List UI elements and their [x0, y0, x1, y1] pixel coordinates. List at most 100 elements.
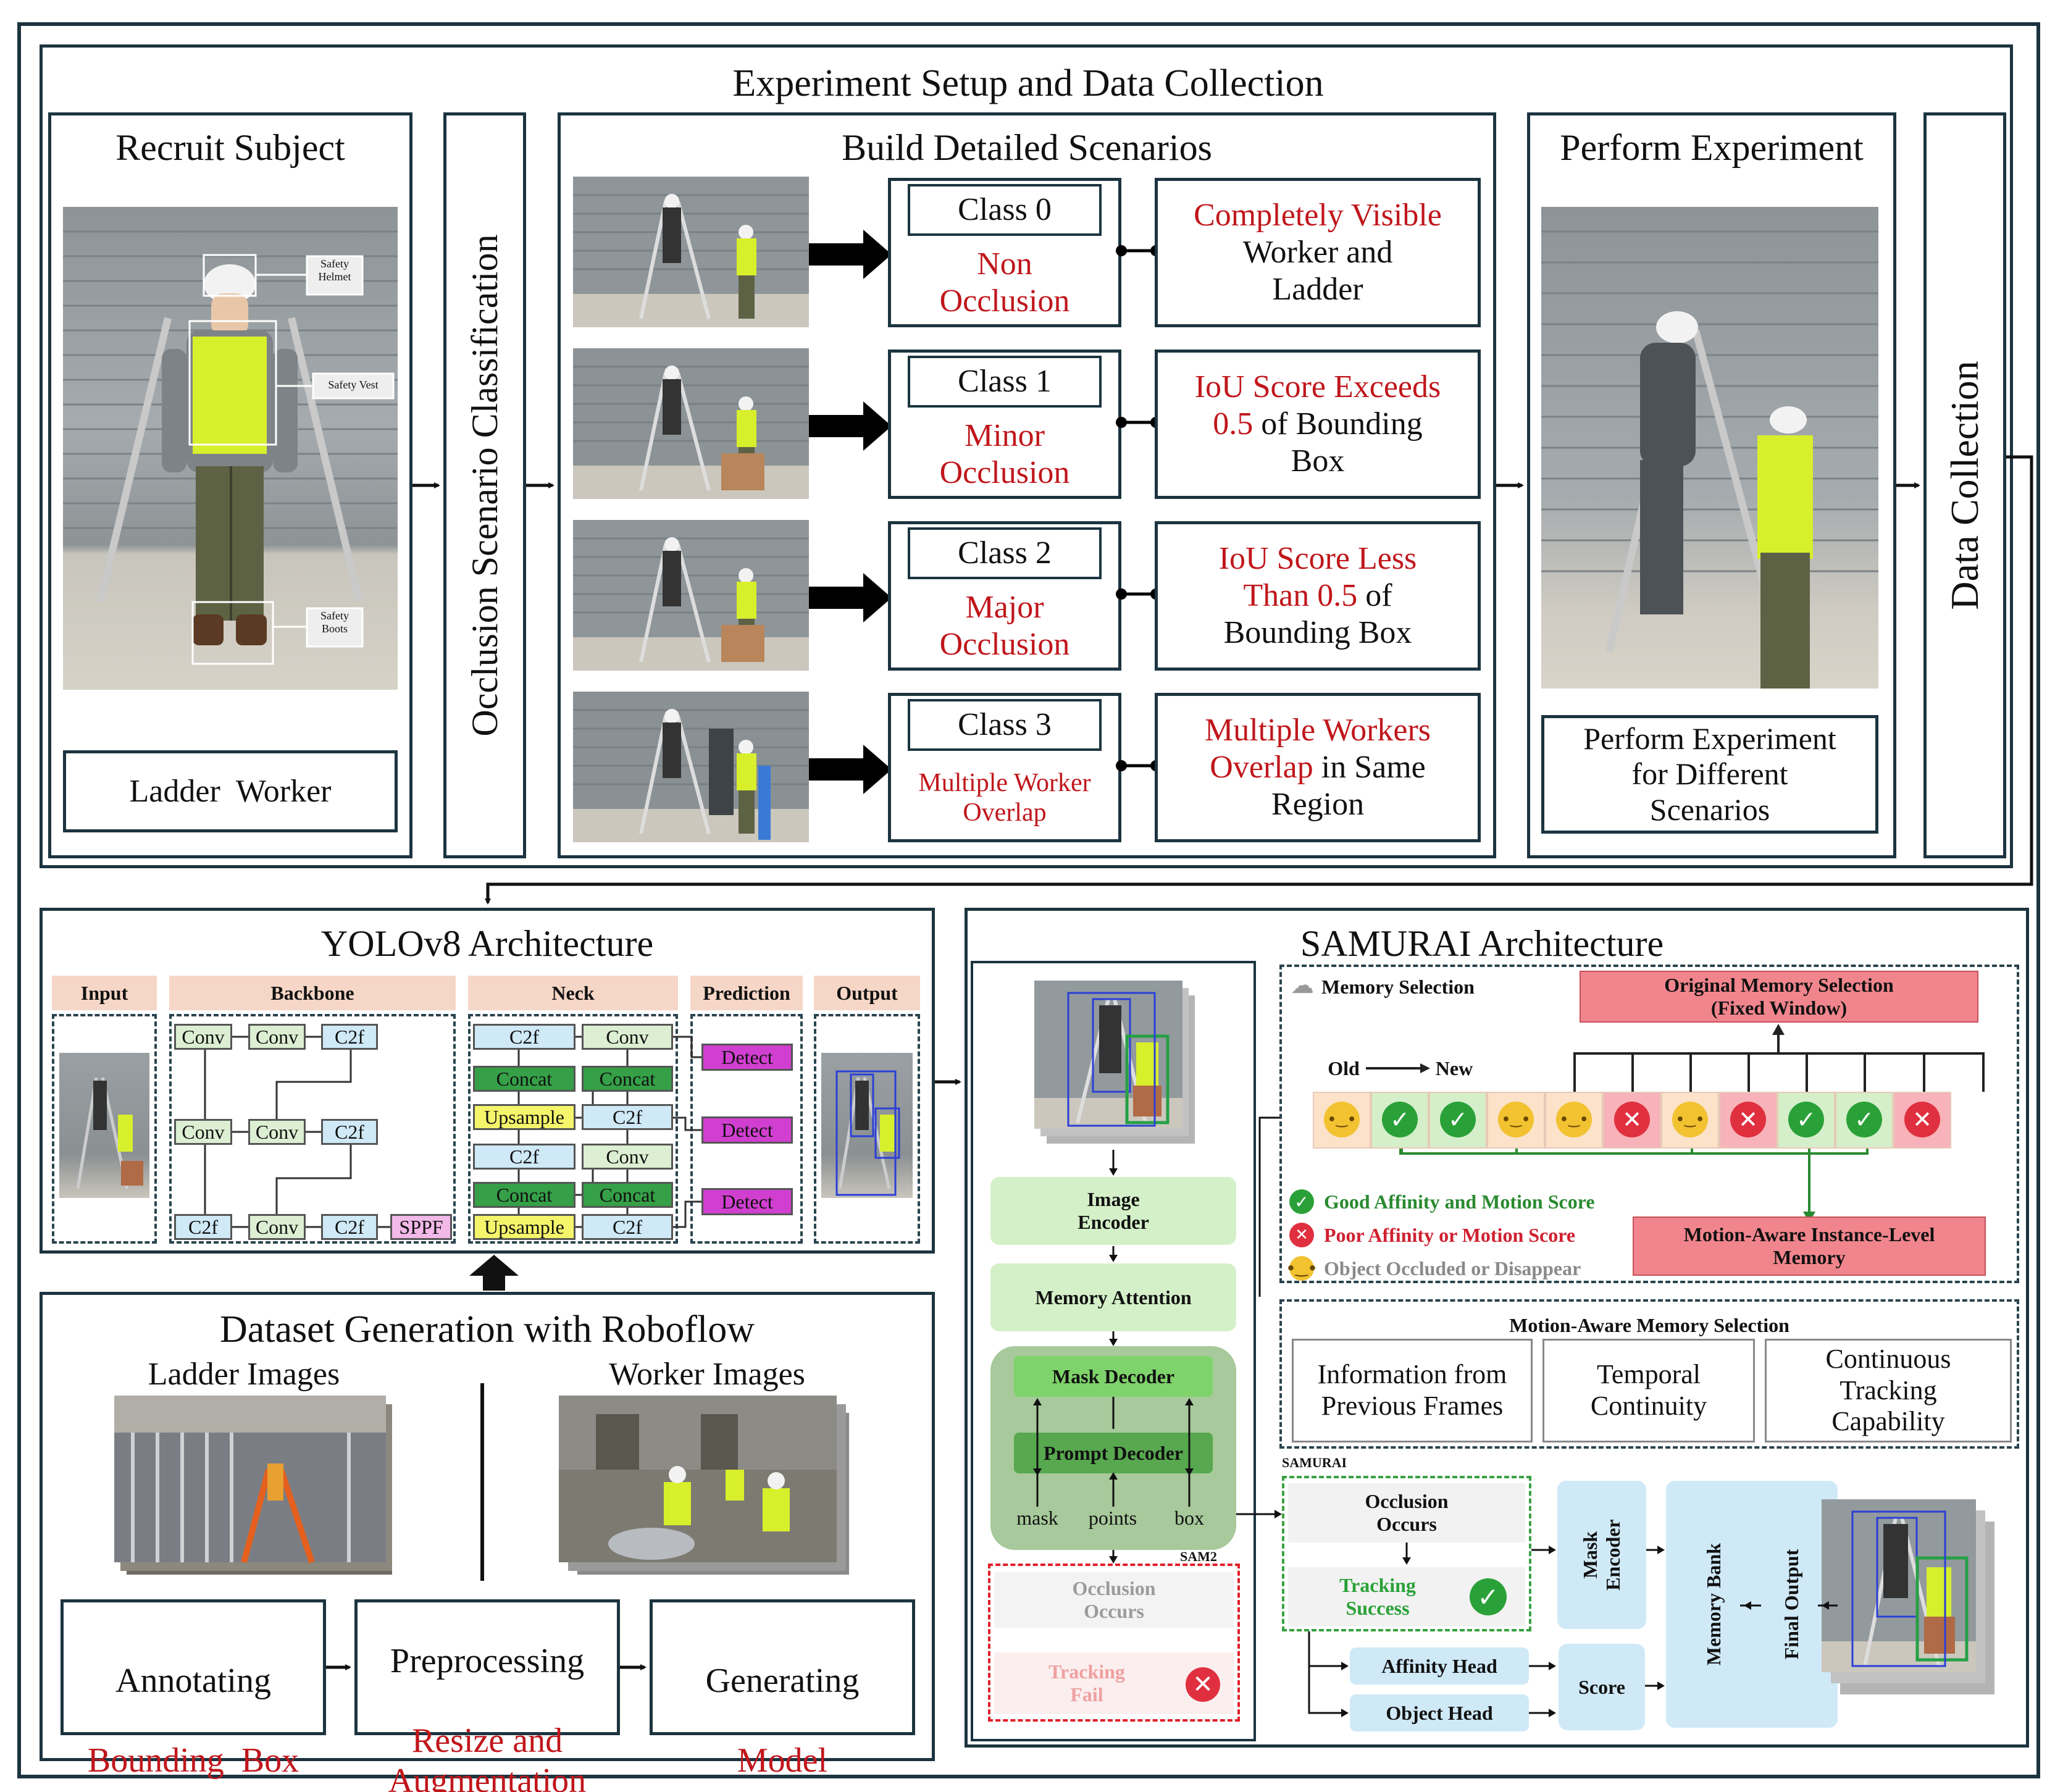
yolo-output-illustration	[835, 1070, 900, 1196]
sam2-fail-icon: ✕	[1186, 1667, 1220, 1702]
yolo-backbone-conv-5: Conv	[248, 1214, 306, 1240]
sam-input-image	[1034, 981, 1201, 1147]
yolo-detect-1: Detect	[701, 1044, 793, 1071]
yolo-backbone-conv-4: Conv	[248, 1119, 306, 1145]
yolo-input-region	[52, 1014, 157, 1244]
score-block	[1559, 1644, 1645, 1730]
scenario-desc-black-0: Worker and Ladder	[1242, 235, 1393, 307]
feature-label-2: Temporal Continuity	[1590, 1359, 1707, 1421]
scenario-desc-1: IoU Score Exceeds 0.5 of Bounding Box	[1155, 350, 1481, 499]
frame-poor-icon: ✕	[1904, 1102, 1940, 1137]
step-preprocessing-box	[354, 1599, 620, 1735]
sam2-occlusion-label: Occlusion Occurs	[1072, 1577, 1156, 1622]
cloud-icon: ☁	[1291, 971, 1314, 999]
samurai-output-illustration	[1822, 1499, 1994, 1694]
yolo-neck-concat-4: Concat	[582, 1182, 673, 1208]
score-label: Score	[1578, 1675, 1625, 1698]
yolo-backbone-region	[169, 1014, 456, 1244]
yolo-neck-c2f-1: C2f	[473, 1024, 575, 1050]
scenario-desc-red-0: Completely Visible	[1194, 198, 1442, 233]
scenario-desc-box-0	[1155, 178, 1481, 327]
prompt-points: points	[1088, 1507, 1137, 1529]
yolo-input-image	[59, 1053, 149, 1198]
yolo-backbone-c2f-1: C2f	[321, 1024, 378, 1050]
samurai-tag: SAMURAI	[1282, 1455, 1347, 1470]
frame-good-icon: ✓	[1440, 1102, 1476, 1137]
yolo-input-illustration	[76, 1077, 143, 1189]
yolo-detect-3: Detect	[701, 1188, 793, 1215]
scenario-photo-illustration-3	[573, 709, 809, 842]
scenario-photo-illustration-0	[573, 194, 809, 327]
dataset-divider	[480, 1383, 484, 1581]
occlusion-classification-label: Occlusion Scenario Classification	[464, 234, 505, 737]
scenario-arrow-shape-3	[809, 745, 892, 794]
sam2-occlusion-block	[994, 1572, 1234, 1628]
scenario-arrow-shape-2	[809, 573, 892, 622]
scenario-photo-1	[573, 348, 809, 499]
yolo-title: YOLOv8 Architecture	[320, 923, 654, 964]
legend-occluded-icon: •‿•	[1286, 1256, 1317, 1281]
experiment-illustration	[1541, 230, 1878, 689]
ladder-worker-photo: Safety Helmet Safety Vest Safety Boots	[63, 207, 398, 690]
data-collection-label: Data Collection	[1943, 361, 1987, 610]
feature-label-3: Continuous Tracking Capability	[1825, 1344, 1951, 1437]
scenario-class-name-2: Major Occlusion	[939, 590, 1070, 662]
yolo-neck-upsample-1: Upsample	[473, 1104, 575, 1130]
new-label: New	[1435, 1057, 1473, 1079]
affinity-head-label: Affinity Head	[1381, 1654, 1497, 1677]
yolo-backbone-c2f-4: C2f	[321, 1214, 378, 1240]
motion-memory-label: Motion-Aware Instance-Level Memory	[1683, 1223, 1935, 1268]
yolo-neck-conv-1: Conv	[582, 1024, 673, 1050]
yolo-neck-conv-2: Conv	[582, 1144, 673, 1170]
ladder-worker-caption-box	[63, 750, 398, 832]
memory-frame-10	[1893, 1092, 1951, 1149]
samurai-success-label: Tracking Success	[1339, 1574, 1416, 1619]
scenario-arrow-shape-1	[809, 401, 892, 451]
step-annotating-black: Annotating	[115, 1662, 271, 1701]
sam2-fail-label: Tracking Fail	[1048, 1660, 1125, 1706]
scenario-class-name-1: Minor Occlusion	[939, 418, 1070, 490]
yolo-backbone-conv-3: Conv	[174, 1119, 232, 1145]
samurai-occlusion-label: Occlusion Occurs	[1365, 1490, 1449, 1535]
feature-box-2	[1542, 1339, 1755, 1442]
scenario-desc-text-2: IoU Score Less Than 0.5 of Bounding Box	[1219, 540, 1417, 651]
scenario-desc-3: Multiple Workers Overlap in Same Region	[1155, 693, 1481, 842]
yolo-output-image	[821, 1053, 913, 1198]
mask-decoder-label: Mask Decoder	[1052, 1365, 1175, 1388]
original-memory-label: Original Memory Selection (Fixed Window)	[1664, 974, 1894, 1019]
affinity-head-block	[1350, 1648, 1529, 1685]
yolo-header-prediction: Prediction	[690, 976, 803, 1010]
scenario-desc-black-1: of Bounding Box	[1261, 406, 1423, 479]
frame-good-icon: ✓	[1382, 1102, 1418, 1137]
sam-input-illustration	[1034, 981, 1195, 1144]
samurai-occlusion-block	[1288, 1483, 1525, 1543]
memory-selection-panel	[1279, 965, 2019, 1283]
ladder-worker-caption: Ladder Worker	[129, 773, 332, 809]
scenario-photo-3	[573, 692, 809, 842]
scenario-desc-2: IoU Score Less Than 0.5 of Bounding Box	[1155, 521, 1481, 671]
yolo-backbone-c2f-2: C2f	[321, 1119, 378, 1145]
scenario-class-id-box-1	[908, 356, 1102, 408]
yolo-backbone-conv-2: Conv	[248, 1024, 306, 1050]
scenario-class-id-0: Class 0	[958, 192, 1052, 228]
yolo-neck-c2f-3: C2f	[473, 1144, 575, 1170]
samurai-output-image	[1822, 1499, 2001, 1697]
yolo-output-region	[814, 1014, 920, 1244]
frame-neutral-icon: •‿•	[1324, 1102, 1360, 1137]
scenario-class-id-box-0	[908, 184, 1102, 236]
worker-illustration	[63, 230, 398, 665]
frame-good-icon: ✓	[1846, 1102, 1882, 1137]
motion-selection-panel	[1279, 1299, 2019, 1449]
scenario-desc-text-3: Multiple Workers Overlap in Same Region	[1205, 712, 1431, 823]
worker-images-label: Worker Images	[609, 1357, 805, 1392]
yolo-header-backbone: Backbone	[169, 976, 456, 1010]
object-head-block	[1350, 1694, 1529, 1731]
scenario-photo-illustration-1	[573, 366, 809, 499]
original-memory-block	[1580, 971, 1978, 1023]
yolo-neck-c2f-2: C2f	[582, 1104, 673, 1130]
yolo-header-neck: Neck	[468, 976, 678, 1010]
scenario-desc-red-1: IoU Score Exceeds 0.5	[1194, 369, 1441, 442]
memory-bank-label: Memory Bank	[1702, 1543, 1725, 1666]
scenario-arrow-3	[809, 745, 895, 794]
